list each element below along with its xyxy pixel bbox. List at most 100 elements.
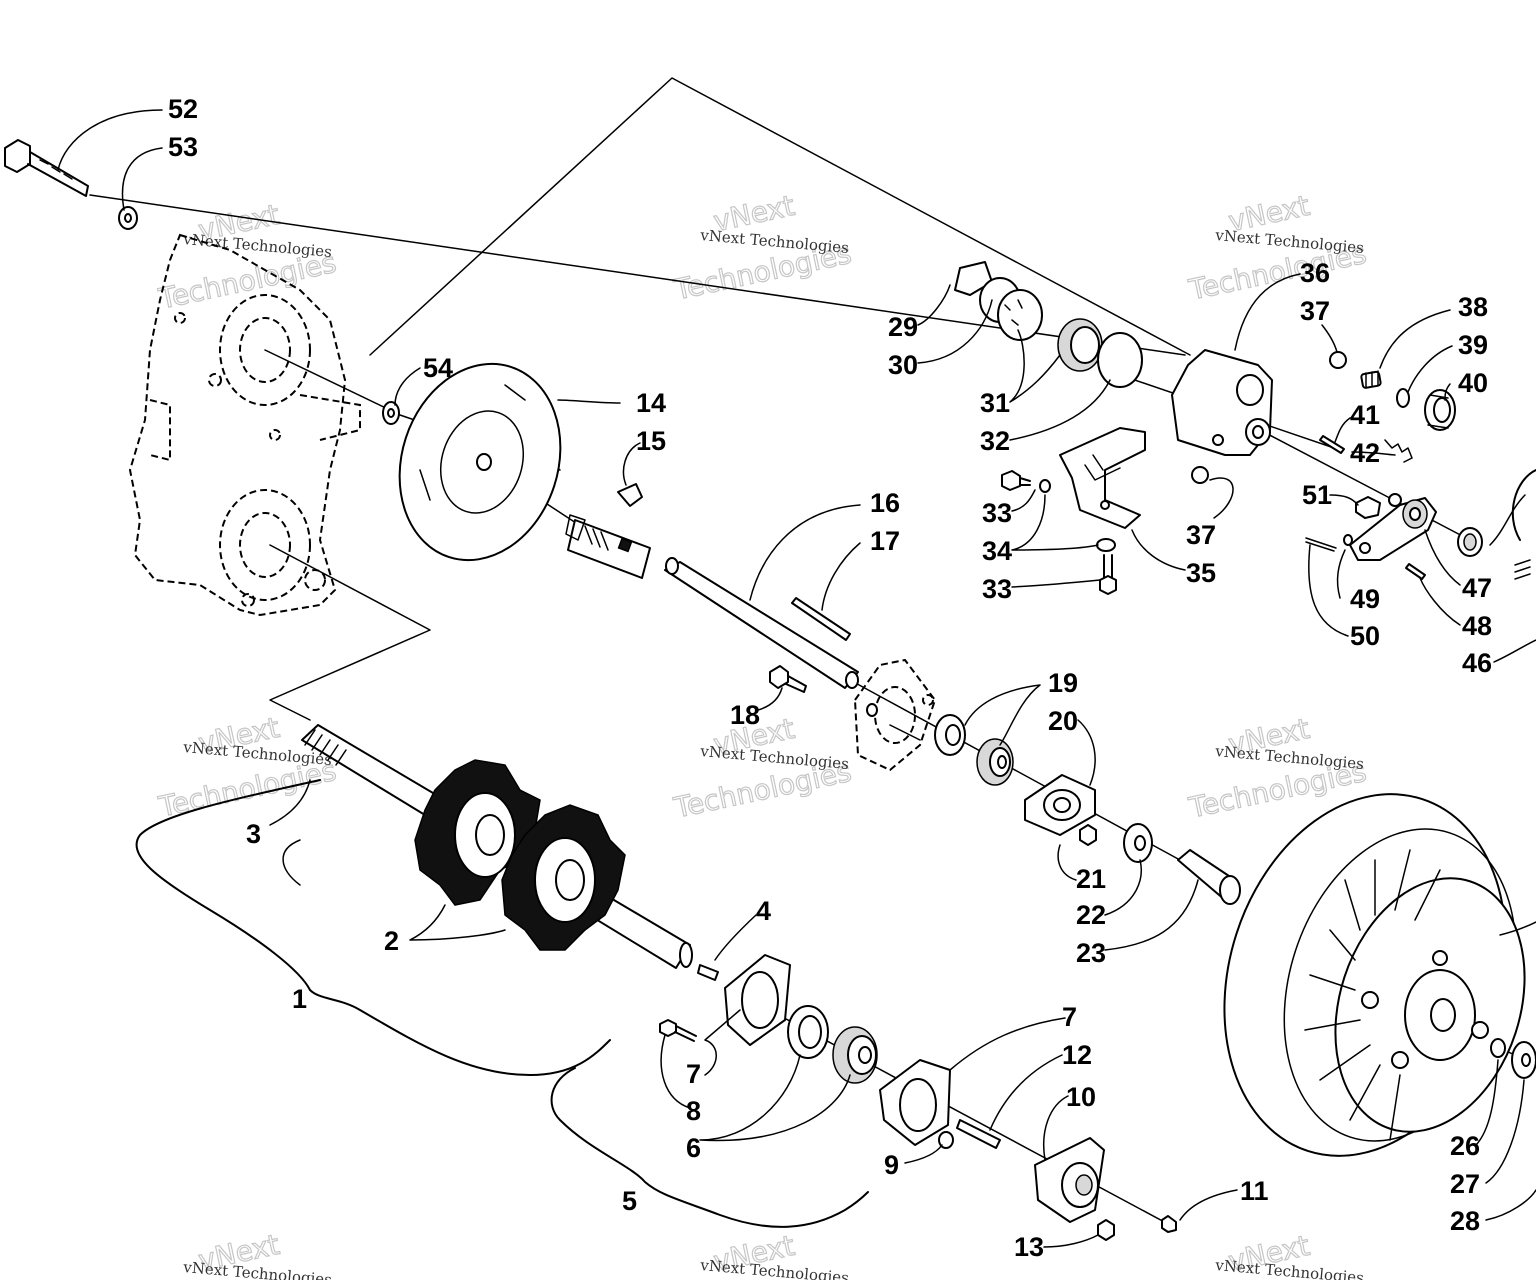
label-39: 39: [1458, 330, 1488, 360]
bracket-group-5: [550, 1067, 869, 1228]
brake-pad-29: [954, 261, 993, 296]
shaft-end-18: [866, 703, 878, 717]
label-33b: 33: [982, 574, 1012, 604]
washer-39: [1396, 388, 1410, 408]
label-23: 23: [1076, 938, 1106, 968]
brake-shaft-stub: [565, 514, 651, 579]
label-12: 12: [1062, 1040, 1092, 1070]
key-15: [617, 483, 643, 507]
brake-puck-31b: [1057, 318, 1103, 372]
label-13: 13: [1014, 1232, 1044, 1262]
label-37a: 37: [1300, 296, 1330, 326]
watermark-top-right: vNext Technologies vNext Technologies: [1185, 188, 1370, 307]
watermark-top-left: vNext Technologies vNext Technologies: [155, 197, 340, 316]
washer-34a: [1039, 479, 1051, 493]
caliper-36: [1171, 349, 1273, 456]
label-18: 18: [730, 700, 760, 730]
adjuster-nut-40: [1424, 389, 1456, 431]
label-8: 8: [686, 1096, 701, 1126]
label-28: 28: [1450, 1206, 1480, 1236]
end-housing-10: [1034, 1137, 1105, 1223]
screw-4: [697, 964, 719, 981]
pin-17: [791, 597, 851, 641]
watermark-bottom-right: vNext vNext Technologies: [1214, 1228, 1365, 1280]
label-30: 30: [888, 350, 918, 380]
label-26: 26: [1450, 1131, 1480, 1161]
label-17: 17: [870, 526, 900, 556]
label-50: 50: [1350, 621, 1380, 651]
brake-lever-47: [1349, 497, 1437, 561]
washer-9: [938, 1131, 954, 1149]
pin-12: [956, 1119, 1001, 1149]
spacer-23: [1177, 849, 1241, 905]
nut-21: [1079, 824, 1097, 846]
flangette-20: [1024, 774, 1096, 836]
bolt-33b: [1099, 554, 1117, 595]
pin-41: [1319, 435, 1345, 454]
watermark-mid-left: vNext Technologies vNext Technologies: [155, 710, 340, 824]
label-19: 19: [1048, 668, 1078, 698]
watermark-top-center: vNext Technologies vNext Technologies: [670, 188, 855, 307]
washer-22: [1123, 823, 1153, 863]
label-35: 35: [1186, 558, 1216, 588]
brake-disc-14: [398, 362, 562, 562]
bearing-19b: [976, 738, 1014, 786]
label-9: 9: [884, 1150, 899, 1180]
label-53: 53: [168, 132, 198, 162]
bearing-6b: [832, 1026, 878, 1084]
label-51: 51: [1302, 480, 1332, 510]
label-32: 32: [980, 426, 1010, 456]
callout-leaders: [57, 109, 1536, 1248]
ball-37b: [1191, 466, 1209, 484]
brake-puck-31a: [997, 289, 1043, 341]
label-41: 41: [1350, 400, 1380, 430]
washer-54: [382, 401, 400, 425]
label-3: 3: [246, 819, 261, 849]
label-34: 34: [982, 536, 1012, 566]
label-40: 40: [1458, 368, 1488, 398]
watermark-mid-center: vNext Technologies vNext Technologies: [670, 711, 855, 825]
washer-26: [1490, 1038, 1506, 1058]
bearing-flange-plate: [853, 658, 937, 772]
drive-sprocket-2a: [414, 759, 541, 906]
nut-13: [1097, 1219, 1115, 1241]
flange-7b: [879, 1059, 951, 1146]
right-edge-spring: [1511, 469, 1536, 580]
spring-42: [1384, 439, 1413, 463]
label-1: 1: [292, 984, 307, 1014]
label-49: 49: [1350, 584, 1380, 614]
flange-7a: [724, 954, 791, 1046]
label-22: 22: [1076, 900, 1106, 930]
label-37b: 37: [1186, 520, 1216, 550]
label-5: 5: [622, 1186, 637, 1216]
label-16: 16: [870, 488, 900, 518]
drive-sprocket-2b: [501, 804, 626, 951]
spring-38: [1360, 370, 1382, 389]
label-48: 48: [1462, 611, 1492, 641]
label-11: 11: [1240, 1176, 1269, 1206]
label-36: 36: [1300, 258, 1330, 288]
pin-48: [1405, 563, 1426, 580]
brake-puck-32: [1097, 332, 1143, 388]
bolt-8: [659, 1019, 697, 1042]
label-10: 10: [1066, 1082, 1096, 1112]
lever-bracket-51: [1355, 496, 1381, 519]
bolt-52: [4, 139, 89, 197]
label-21: 21: [1076, 864, 1106, 894]
label-20: 20: [1048, 706, 1078, 736]
label-7b: 7: [1062, 1002, 1077, 1032]
cotter-pin-50: [1305, 537, 1337, 552]
bearing-19a: [934, 714, 966, 756]
bracket-35: [1059, 427, 1146, 529]
driven-clutch: [1223, 793, 1526, 1157]
label-14: 14: [636, 388, 666, 418]
label-6: 6: [686, 1133, 701, 1163]
label-4: 4: [756, 896, 771, 926]
label-42: 42: [1350, 438, 1380, 468]
watermark-bottom-left: vNext vNext Technologies: [182, 1227, 333, 1280]
washer-27: [1511, 1041, 1536, 1079]
label-52: 52: [168, 94, 198, 124]
label-33a: 33: [982, 498, 1012, 528]
grease-fitting-11: [1161, 1215, 1177, 1233]
